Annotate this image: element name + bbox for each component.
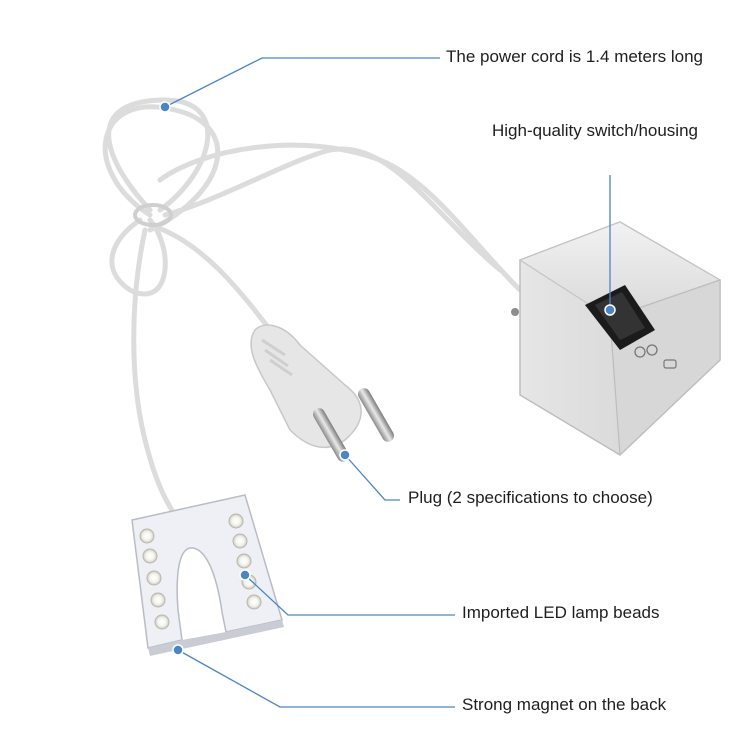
euro-plug bbox=[250, 324, 394, 462]
plug-pin-left bbox=[313, 408, 349, 462]
rocker-switch bbox=[585, 285, 655, 350]
plug-pin-right bbox=[358, 388, 394, 442]
leader-led-beads bbox=[244, 574, 455, 616]
u-shaped-led-lamp bbox=[131, 494, 284, 656]
callout-switch-housing: High-quality switch/housing bbox=[492, 121, 698, 140]
certification-marks bbox=[634, 344, 677, 369]
leader-power-cord bbox=[164, 57, 440, 108]
switch-housing bbox=[511, 221, 722, 457]
callout-plug-specifications: Plug (2 specifications to choose) bbox=[408, 488, 653, 507]
callout-led-lamp-beads: Imported LED lamp beads bbox=[462, 603, 660, 622]
leader-plug bbox=[344, 454, 400, 501]
callout-anchor-dots bbox=[159, 101, 616, 656]
screw-hole bbox=[511, 308, 519, 316]
leader-magnet bbox=[177, 649, 455, 708]
callout-power-cord-length: The power cord is 1.4 meters long bbox=[446, 47, 704, 66]
cord-tie bbox=[133, 203, 173, 227]
led-bead-group bbox=[139, 513, 262, 630]
callout-magnet-back: Strong magnet on the back bbox=[462, 695, 667, 714]
power-cord bbox=[102, 97, 523, 518]
callout-leader-lines bbox=[164, 57, 611, 708]
